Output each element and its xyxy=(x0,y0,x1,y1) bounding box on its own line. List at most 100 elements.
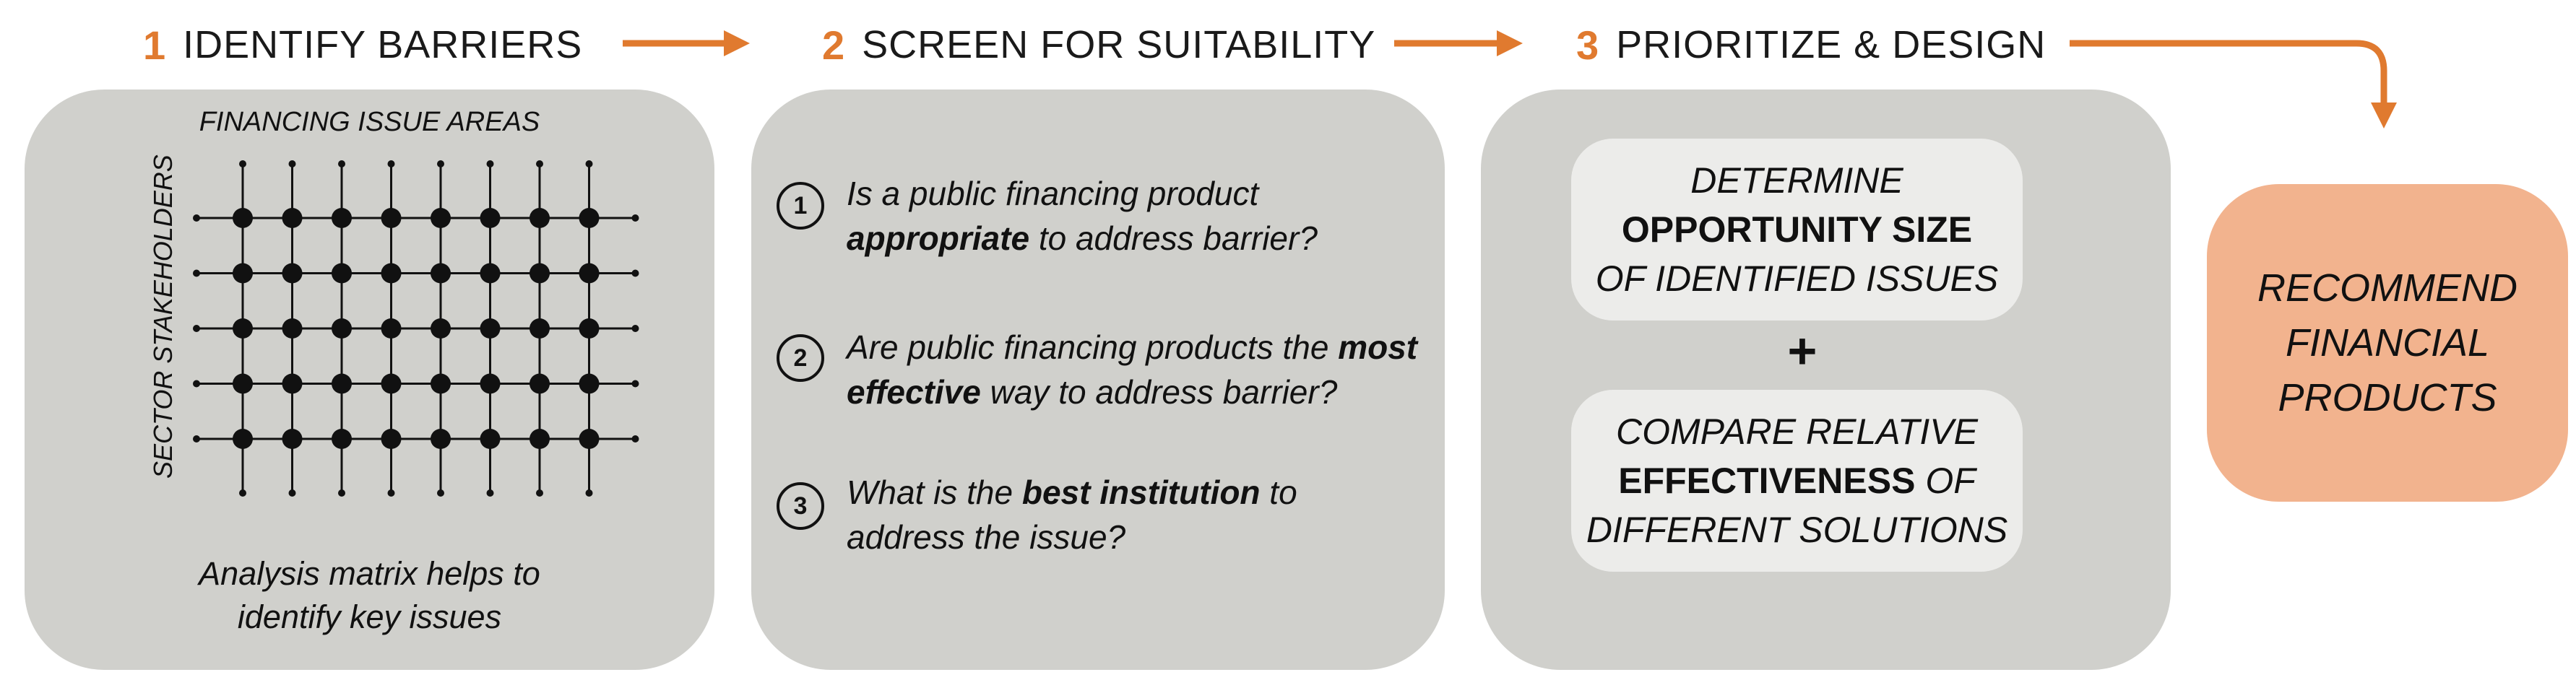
matrix-node xyxy=(530,373,550,394)
matrix-end-dot xyxy=(387,160,395,167)
matrix-node xyxy=(332,373,352,394)
question-1-text: Is a public financing product appropriat… xyxy=(847,171,1446,261)
question-2-number: 2 xyxy=(777,334,824,382)
question-line: Is a public financing product xyxy=(847,175,1259,212)
question-3-text: What is the best institution to address … xyxy=(847,470,1446,559)
box-line: DIFFERENT SOLUTIONS xyxy=(1586,510,2008,550)
matrix-end-dot xyxy=(631,214,639,222)
matrix-node xyxy=(233,318,253,339)
matrix-node xyxy=(332,263,352,284)
matrix-node xyxy=(480,373,501,394)
matrix-node xyxy=(579,263,600,284)
matrix-node xyxy=(431,429,451,449)
recommend-line: RECOMMEND xyxy=(2257,266,2517,310)
analysis-matrix xyxy=(193,160,639,497)
matrix-node xyxy=(480,208,501,228)
matrix-end-dot xyxy=(288,489,296,497)
matrix-node xyxy=(480,263,501,284)
matrix-end-dot xyxy=(193,380,200,388)
step-title: PRIORITIZE & DESIGN xyxy=(1616,23,2046,66)
matrix-node xyxy=(530,318,550,339)
matrix-caption-line-2: identify key issues xyxy=(237,598,502,635)
matrix-node xyxy=(381,208,402,228)
matrix-end-dot xyxy=(338,160,345,167)
matrix-top-label: FINANCING ISSUE AREAS xyxy=(199,107,540,137)
matrix-node xyxy=(431,263,451,284)
matrix-node xyxy=(431,208,451,228)
step-1-header: 1 IDENTIFY BARRIERS xyxy=(143,16,582,74)
matrix-node xyxy=(233,373,253,394)
matrix-caption-line-1: Analysis matrix helps to xyxy=(199,555,540,592)
matrix-node xyxy=(530,429,550,449)
matrix-node xyxy=(282,208,303,228)
matrix-node xyxy=(282,373,303,394)
box-line: COMPARE RELATIVE xyxy=(1615,411,1979,452)
matrix-end-dot xyxy=(338,489,345,497)
question-line: address the issue? xyxy=(847,518,1126,556)
step-number: 1 xyxy=(143,22,166,68)
matrix-end-dot xyxy=(631,435,639,443)
question-3-number: 3 xyxy=(777,482,824,530)
box-line-mixed: EFFECTIVENESS OF xyxy=(1618,461,1976,501)
matrix-node xyxy=(381,318,402,339)
matrix-caption: Analysis matrix helps to identify key is… xyxy=(25,552,714,639)
matrix-end-dot xyxy=(193,325,200,332)
matrix-node xyxy=(332,318,352,339)
matrix-end-dot xyxy=(486,160,494,167)
question-1-number: 1 xyxy=(777,182,824,230)
matrix-end-dot xyxy=(631,269,639,277)
matrix-node xyxy=(233,429,253,449)
matrix-end-dot xyxy=(437,160,444,167)
plus-icon: + xyxy=(1787,323,1818,379)
matrix-node xyxy=(431,318,451,339)
matrix-node xyxy=(381,373,402,394)
matrix-node xyxy=(282,318,303,339)
identify-barriers-panel xyxy=(25,90,714,670)
step-3-header: 3 PRIORITIZE & DESIGN xyxy=(1576,16,2046,74)
step-title: SCREEN FOR SUITABILITY xyxy=(862,23,1376,66)
question-line: Are public financing products the most xyxy=(847,328,1418,366)
matrix-node xyxy=(233,208,253,228)
matrix-end-dot xyxy=(585,489,593,497)
step-2-header: 2 SCREEN FOR SUITABILITY xyxy=(822,16,1375,74)
step-number: 2 xyxy=(822,22,845,68)
question-2-text: Are public financing products the most e… xyxy=(847,325,1446,414)
matrix-node xyxy=(480,429,501,449)
matrix-end-dot xyxy=(631,380,639,388)
matrix-node xyxy=(480,318,501,339)
matrix-end-dot xyxy=(239,160,246,167)
matrix-node xyxy=(431,373,451,394)
matrix-end-dot xyxy=(536,489,543,497)
matrix-node xyxy=(579,429,600,449)
matrix-end-dot xyxy=(585,160,593,167)
question-line: What is the best institution to xyxy=(847,474,1297,511)
step-number: 3 xyxy=(1576,22,1599,68)
matrix-node xyxy=(381,429,402,449)
relative-effectiveness-box: COMPARE RELATIVE EFFECTIVENESS OF DIFFER… xyxy=(1571,390,2023,572)
recommend-line: FINANCIAL xyxy=(2285,321,2490,365)
recommend-line: PRODUCTS xyxy=(2278,376,2497,419)
arrow-step3-to-recommend xyxy=(2070,40,2397,128)
question-line: effective way to address barrier? xyxy=(847,373,1338,411)
matrix-end-dot xyxy=(437,489,444,497)
matrix-node xyxy=(282,429,303,449)
matrix-node xyxy=(530,263,550,284)
matrix-end-dot xyxy=(239,489,246,497)
matrix-end-dot xyxy=(536,160,543,167)
matrix-node xyxy=(579,318,600,339)
matrix-end-dot xyxy=(288,160,296,167)
matrix-node xyxy=(579,373,600,394)
screen-suitability-panel xyxy=(751,90,1445,670)
matrix-node xyxy=(579,208,600,228)
matrix-node xyxy=(233,263,253,284)
matrix-end-dot xyxy=(193,435,200,443)
question-line: appropriate to address barrier? xyxy=(847,219,1318,257)
recommend-financial-products-box: RECOMMEND FINANCIAL PRODUCTS xyxy=(2207,184,2568,502)
matrix-end-dot xyxy=(486,489,494,497)
box-line: OF IDENTIFIED ISSUES xyxy=(1595,258,1999,299)
box-line-bold: OPPORTUNITY SIZE xyxy=(1621,209,1973,250)
matrix-end-dot xyxy=(387,489,395,497)
matrix-end-dot xyxy=(631,325,639,332)
matrix-node xyxy=(332,208,352,228)
